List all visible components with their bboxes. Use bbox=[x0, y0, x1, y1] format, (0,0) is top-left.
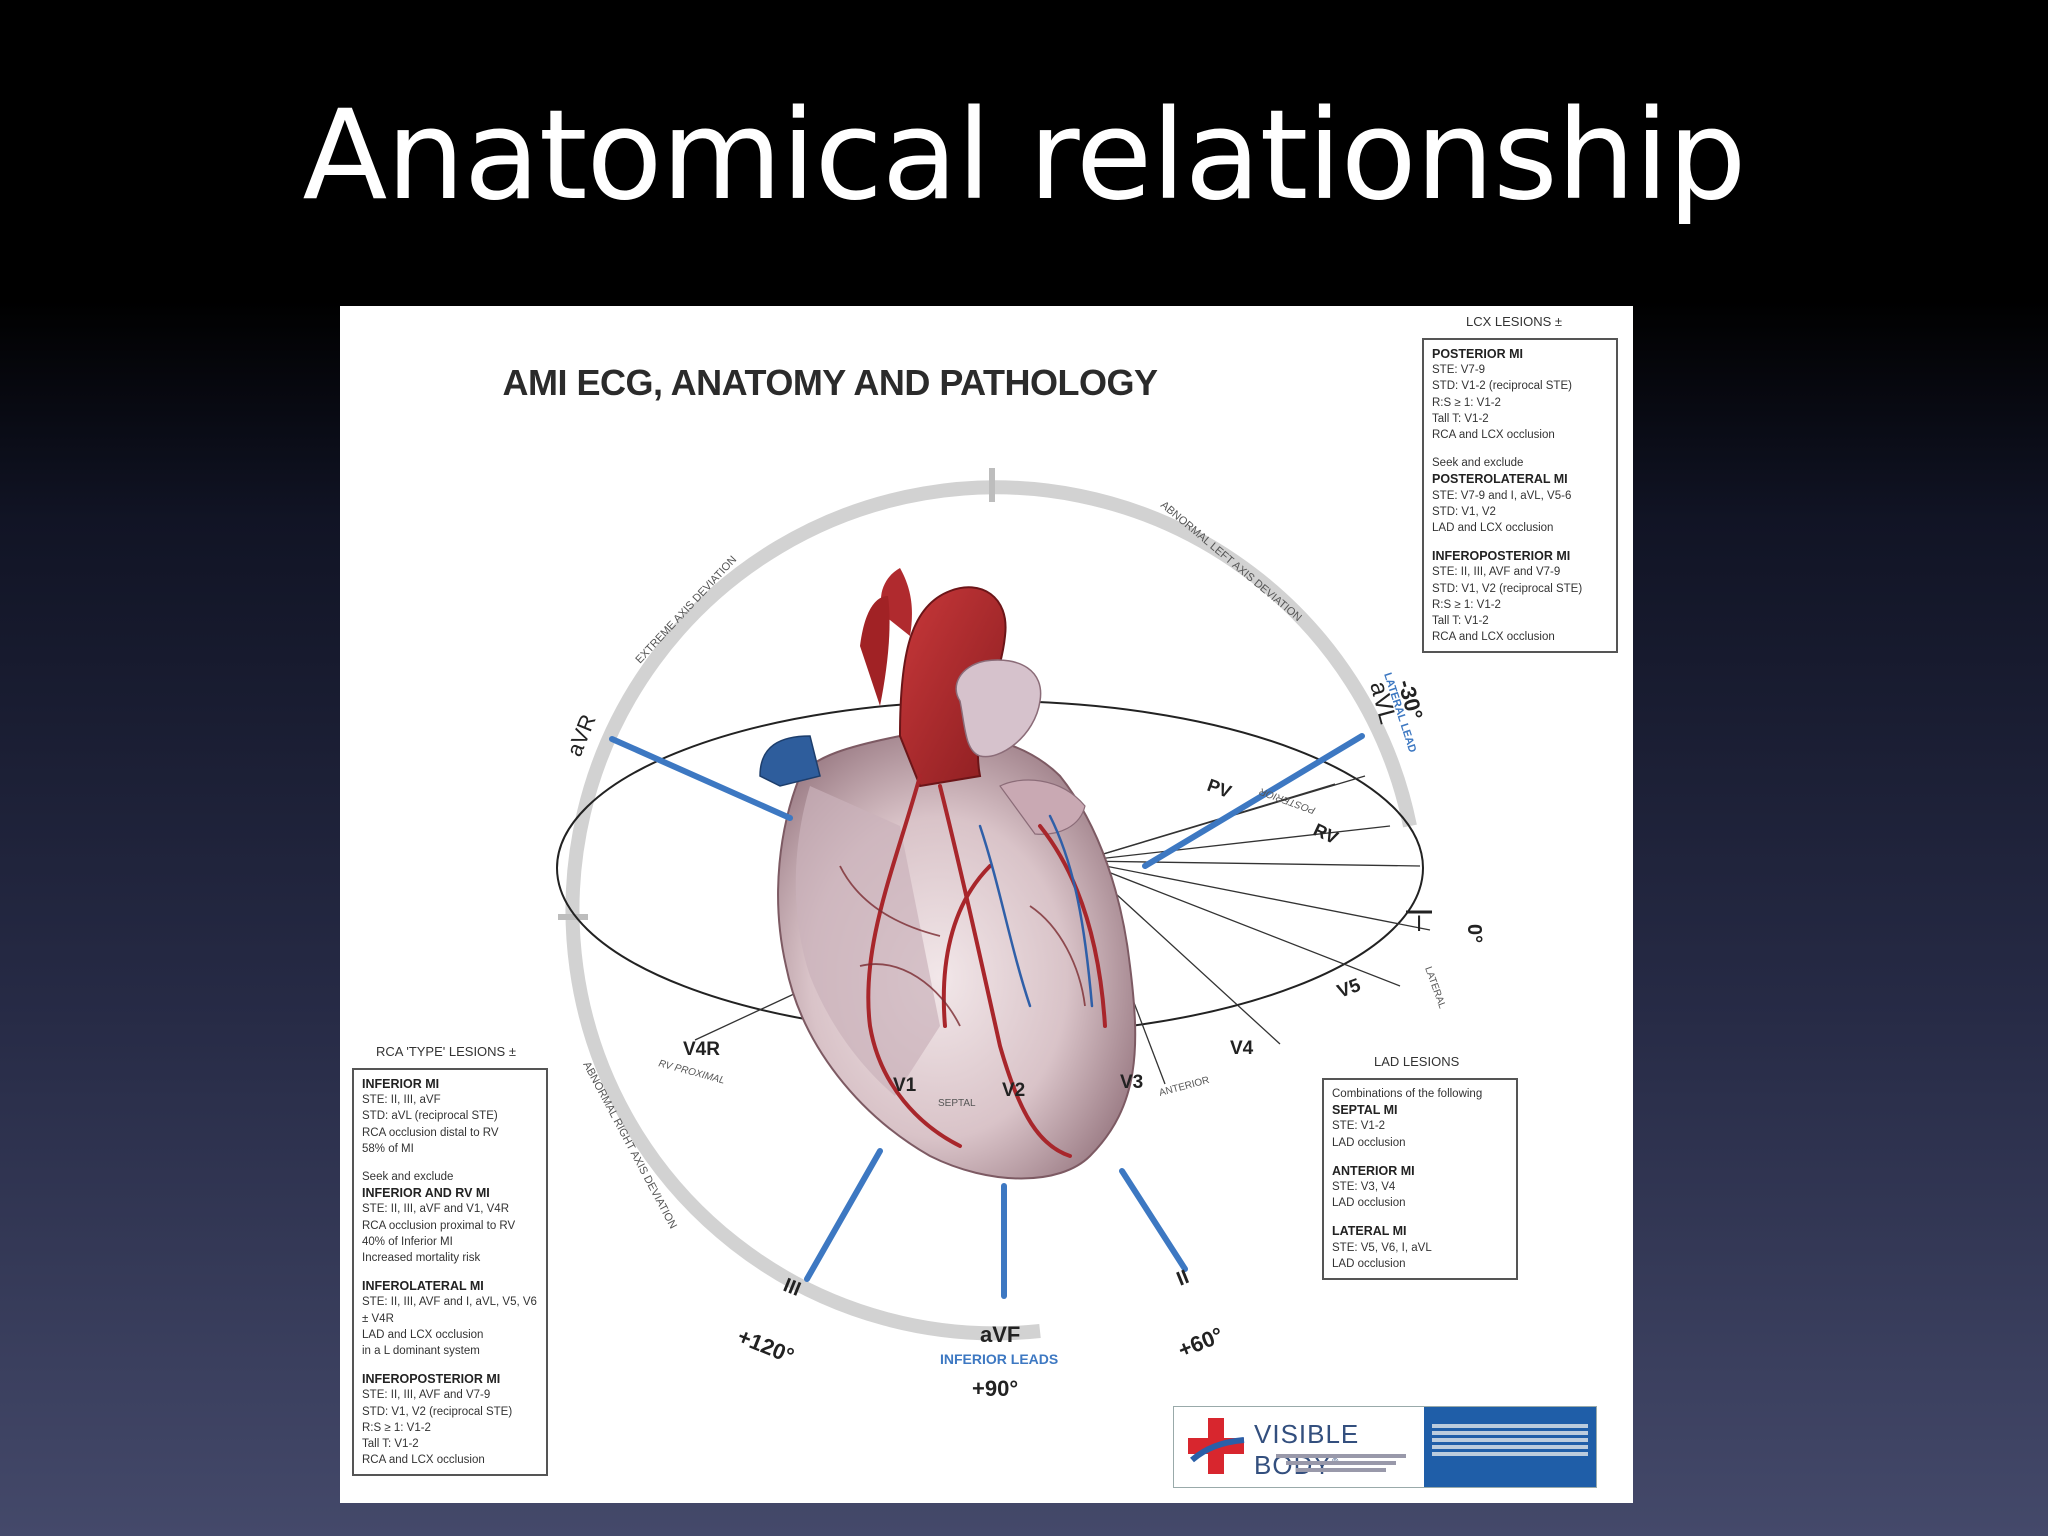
lcx-s1-heading: POSTEROLATERAL MI bbox=[1432, 472, 1568, 487]
lcx-lesions-box: POSTERIOR MI STE: V7-9 STD: V1-2 (recipr… bbox=[1422, 338, 1618, 654]
lcx-caption: LCX LESIONS ± bbox=[1466, 314, 1563, 329]
rca-s3-line: R:S ≥ 1: V1-2 bbox=[362, 1421, 431, 1434]
lad-s2-heading: LATERAL MI bbox=[1332, 1224, 1407, 1239]
lad-s2-line: LAD occlusion bbox=[1332, 1257, 1406, 1270]
poster-title: AMI ECG, ANATOMY AND PATHOLOGY bbox=[502, 362, 1158, 403]
rca-s1-line: 40% of Inferior MI bbox=[362, 1235, 453, 1248]
inferior-leads-label: INFERIOR LEADS bbox=[940, 1351, 1058, 1367]
lcx-s2-line: STE: II, III, AVF and V7-9 bbox=[1432, 566, 1561, 579]
rca-s2-line: in a L dominant system bbox=[362, 1345, 480, 1358]
lad-intro: Combinations of the following bbox=[1332, 1088, 1483, 1100]
lead-plus90-label: +90° bbox=[972, 1376, 1018, 1401]
rca-s1-line: RCA occlusion proximal to RV bbox=[362, 1219, 516, 1232]
lcx-s2-line: RCA and LCX occlusion bbox=[1432, 631, 1555, 644]
logo-fineprint bbox=[1266, 1451, 1416, 1475]
lad-s1-line: LAD occlusion bbox=[1332, 1197, 1406, 1210]
rca-s0-line: STE: II, III, aVF bbox=[362, 1094, 441, 1107]
lead-rv-label: RV bbox=[1310, 819, 1341, 848]
lad-s0-heading: SEPTAL MI bbox=[1332, 1103, 1398, 1118]
lead-zero-label: 0° bbox=[1463, 924, 1485, 943]
heart-illustration bbox=[759, 568, 1137, 1180]
visible-body-logo: VISIBLE BODY® bbox=[1173, 1406, 1597, 1488]
lead-avr-label: aVR bbox=[561, 711, 600, 760]
lad-s0-line: LAD occlusion bbox=[1332, 1136, 1406, 1149]
lead-i-label: I bbox=[1416, 911, 1422, 936]
rca-s3-line: STE: II, III, AVF and V7-9 bbox=[362, 1389, 491, 1402]
limb-lead-lines bbox=[609, 733, 1365, 1299]
lcx-s1-line: STD: V1, V2 bbox=[1432, 505, 1496, 518]
rca-s0-heading: INFERIOR MI bbox=[362, 1077, 440, 1091]
ecg-axis-diagram: EXTREME AXIS DEVIATION ABNORMAL LEFT AXI… bbox=[556, 468, 1485, 1401]
lcx-s2-line: R:S ≥ 1: V1-2 bbox=[1432, 598, 1501, 611]
lead-plus60-label: +60° bbox=[1175, 1322, 1227, 1362]
lcx-s2-line: STD: V1, V2 (reciprocal STE) bbox=[1432, 582, 1583, 595]
rca-s1-pre: Seek and exclude bbox=[362, 1171, 454, 1184]
rca-s0-line: STD: aVL (reciprocal STE) bbox=[362, 1110, 498, 1123]
rv-proximal-label: RV PROXIMAL bbox=[657, 1058, 726, 1086]
lcx-s0-line: Tall T: V1-2 bbox=[1432, 412, 1489, 425]
lcx-s1-line: STE: V7-9 and I, aVL, V5-6 bbox=[1432, 489, 1572, 502]
lead-v4-label: V4 bbox=[1230, 1038, 1254, 1059]
slide-title: Anatomical relationship bbox=[302, 84, 1746, 228]
rca-s2-line: STE: II, III, AVF and I, aVL, V5, V6 bbox=[362, 1296, 537, 1309]
lcx-s1-line: LAD and LCX occlusion bbox=[1432, 522, 1554, 535]
lead-v5-label: V5 bbox=[1335, 975, 1364, 1003]
rca-s2-heading: INFEROLATERAL MI bbox=[362, 1279, 484, 1294]
rca-s3-line: Tall T: V1-2 bbox=[362, 1438, 419, 1451]
lcx-s0-line: R:S ≥ 1: V1-2 bbox=[1432, 396, 1501, 409]
lcx-s0-line: RCA and LCX occlusion bbox=[1432, 429, 1555, 442]
rca-s1-heading: INFERIOR AND RV MI bbox=[362, 1186, 490, 1201]
lad-lesions-box: Combinations of the following SEPTAL MI … bbox=[1322, 1078, 1518, 1281]
lad-caption: LAD LESIONS bbox=[1374, 1054, 1460, 1069]
lateral-label: LATERAL bbox=[1422, 965, 1447, 1010]
lead-v4r-label: V4R bbox=[683, 1039, 720, 1060]
lcx-s0-line: STD: V1-2 (reciprocal STE) bbox=[1432, 380, 1572, 393]
lcx-s2-heading: INFEROPOSTERIOR MI bbox=[1432, 549, 1571, 564]
lcx-s0-line: STE: V7-9 bbox=[1432, 364, 1486, 377]
axis-label-extreme: EXTREME AXIS DEVIATION bbox=[633, 554, 739, 666]
lead-iii-label: III bbox=[780, 1274, 804, 1301]
rca-s0-line: RCA occlusion distal to RV bbox=[362, 1126, 499, 1139]
lead-v1-label: V1 bbox=[893, 1075, 917, 1096]
lad-s1-heading: ANTERIOR MI bbox=[1332, 1163, 1415, 1178]
lead-pv-label: PV bbox=[1205, 775, 1234, 802]
posterior-label: POSTERIOR bbox=[1258, 785, 1317, 815]
lad-s0-line: STE: V1-2 bbox=[1332, 1120, 1386, 1133]
lad-s2-line: STE: V5, V6, I, aVL bbox=[1332, 1241, 1432, 1254]
axis-arc bbox=[565, 480, 1417, 1341]
rca-s3-line: STD: V1, V2 (reciprocal STE) bbox=[362, 1405, 513, 1418]
lead-v2-label: V2 bbox=[1002, 1080, 1025, 1101]
rca-lesions-box: INFERIOR MI STE: II, III, aVF STD: aVL (… bbox=[352, 1068, 548, 1477]
lad-s1-line: STE: V3, V4 bbox=[1332, 1181, 1396, 1194]
rca-s1-line: STE: II, III, aVF and V1, V4R bbox=[362, 1203, 510, 1216]
logo-credits-panel bbox=[1424, 1407, 1596, 1487]
rca-s1-line: Increased mortality risk bbox=[362, 1252, 481, 1265]
axis-label-left: ABNORMAL LEFT AXIS DEVIATION bbox=[1158, 499, 1304, 624]
lcx-s0-heading: POSTERIOR MI bbox=[1432, 347, 1523, 361]
rca-caption: RCA 'TYPE' LESIONS ± bbox=[376, 1044, 516, 1059]
lead-plus120-label: +120° bbox=[734, 1323, 797, 1368]
axis-label-right: ABNORMAL RIGHT AXIS DEVIATION bbox=[580, 1060, 679, 1231]
lcx-s2-line: Tall T: V1-2 bbox=[1432, 615, 1489, 628]
cross-logo-icon bbox=[1188, 1418, 1245, 1474]
rca-s2-line: LAD and LCX occlusion bbox=[362, 1328, 484, 1341]
lcx-s1-pre: Seek and exclude bbox=[1432, 457, 1524, 470]
lead-avf-label: aVF bbox=[980, 1322, 1020, 1347]
anterior-label: ANTERIOR bbox=[1158, 1075, 1211, 1099]
rca-s3-heading: INFEROPOSTERIOR MI bbox=[362, 1372, 501, 1387]
rca-s3-line: RCA and LCX occlusion bbox=[362, 1454, 485, 1467]
lead-v3-label: V3 bbox=[1120, 1072, 1143, 1093]
rca-s2-line: ± V4R bbox=[362, 1312, 394, 1325]
rca-s0-line: 58% of MI bbox=[362, 1142, 414, 1155]
ami-ecg-poster: EXTREME AXIS DEVIATION ABNORMAL LEFT AXI… bbox=[340, 306, 1633, 1503]
lead-ii-label: II bbox=[1174, 1266, 1193, 1291]
septal-label: SEPTAL bbox=[938, 1098, 976, 1109]
